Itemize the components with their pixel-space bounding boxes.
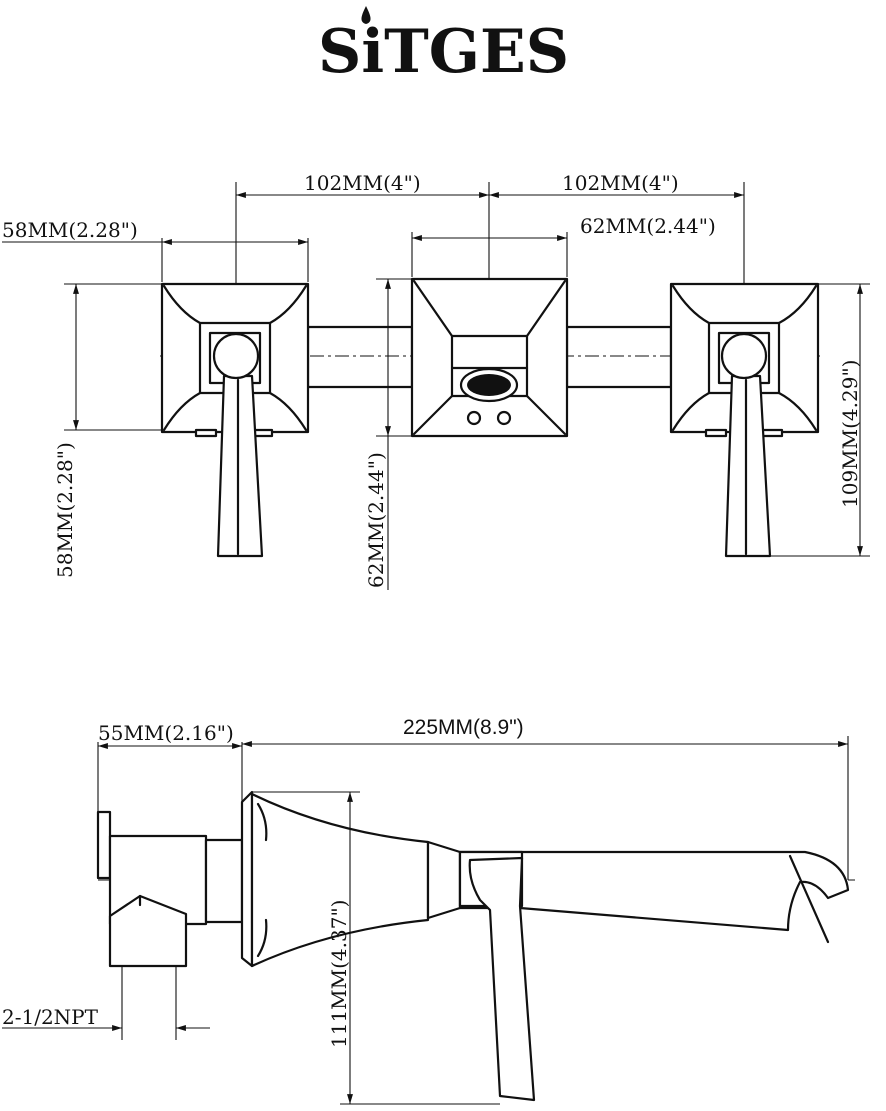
dim-label-inlet: 2-1/2NPT xyxy=(2,1005,99,1029)
dim-spout-reach: 225MM(8.9") xyxy=(242,716,849,880)
dim-center-plate-width: 62MM(2.44") xyxy=(411,214,716,277)
dim-label-overall-height: 109MM(4.29") xyxy=(838,360,862,508)
dim-handle-plate-width: 58MM(2.28") xyxy=(2,218,309,282)
dim-label-handle-plate-width: 58MM(2.28") xyxy=(2,218,138,242)
logo-drop-icon xyxy=(361,6,371,24)
dim-label-center-plate-width: 62MM(2.44") xyxy=(580,214,716,238)
dim-center-plate-height: 62MM(2.44") xyxy=(364,278,412,590)
dim-spacing-left: 102MM(4") xyxy=(236,171,489,198)
valve-body xyxy=(96,810,244,968)
left-handle-assembly xyxy=(160,282,310,558)
side-view: 55MM(2.16") 225MM(8.9") 111MM(4.37") 2-1… xyxy=(2,716,855,1105)
center-spout-assembly xyxy=(410,277,569,438)
dim-label-spacing-right: 102MM(4") xyxy=(562,171,679,195)
front-view: 102MM(4") 102MM(4") 58MM(2.28") 62MM(2.4… xyxy=(2,171,870,590)
dim-label-handle-plate-height: 58MM(2.28") xyxy=(53,442,77,578)
dim-label-spacing-left: 102MM(4") xyxy=(304,171,421,195)
logo-text: SiTGES xyxy=(318,17,569,87)
dim-flange-height: 111MM(4.37") xyxy=(252,791,500,1105)
brand-logo: SiTGES xyxy=(318,6,569,87)
dim-overall-height: 109MM(4.29") xyxy=(770,283,870,557)
dim-label-flange-height: 111MM(4.37") xyxy=(327,900,351,1048)
right-handle-assembly xyxy=(669,282,820,558)
dim-wall-depth: 55MM(2.16") xyxy=(97,721,243,812)
dim-inlet: 2-1/2NPT xyxy=(2,966,210,1040)
dim-label-wall-depth: 55MM(2.16") xyxy=(98,721,234,745)
dim-handle-plate-height: 58MM(2.28") xyxy=(53,283,162,578)
dim-spacing-right: 102MM(4") xyxy=(489,171,744,198)
spout-assembly xyxy=(240,790,850,1102)
dim-label-center-plate-height: 62MM(2.44") xyxy=(364,452,388,588)
dim-label-spout-reach: 225MM(8.9") xyxy=(403,716,524,739)
